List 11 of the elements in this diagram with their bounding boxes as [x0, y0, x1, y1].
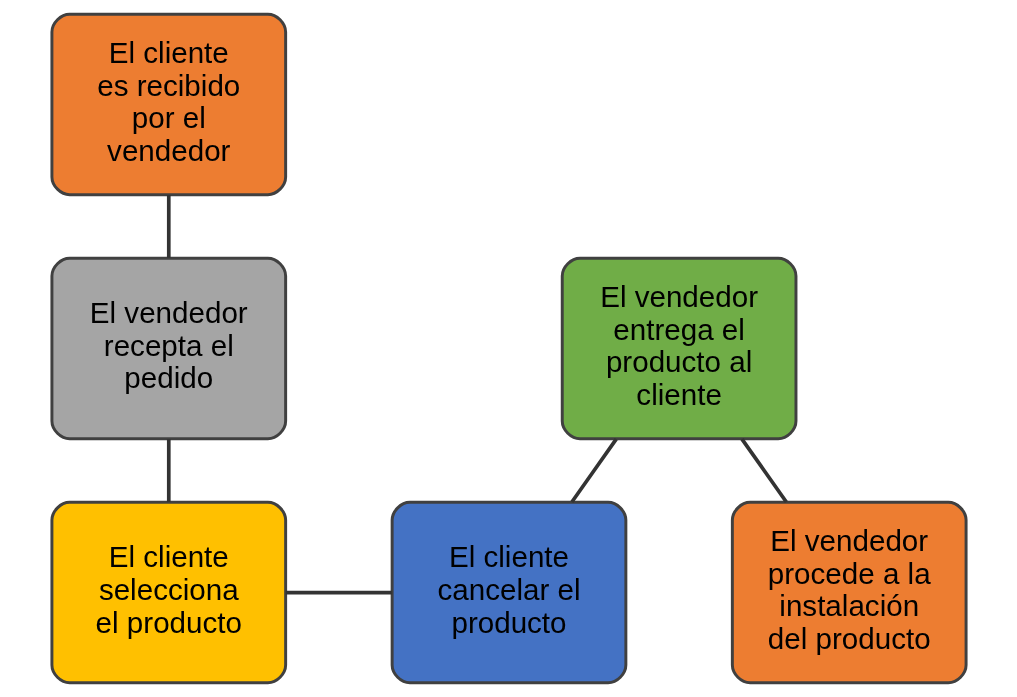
- connector: [285, 590, 392, 595]
- node-box: El vendedor recepta el pedido: [49, 256, 287, 441]
- connector: [166, 195, 171, 258]
- node-box: El cliente es recibido por el vendedor: [49, 12, 287, 197]
- connector: [739, 438, 788, 504]
- connector: [166, 439, 171, 502]
- node-box: El vendedor entrega el producto al cliente: [560, 256, 797, 441]
- node-box: El vendedor procede a la instalación del producto: [730, 500, 968, 685]
- node-box: El cliente selecciona el producto: [49, 500, 287, 685]
- node-box: El cliente cancelar el producto: [390, 500, 627, 685]
- connector: [569, 438, 618, 504]
